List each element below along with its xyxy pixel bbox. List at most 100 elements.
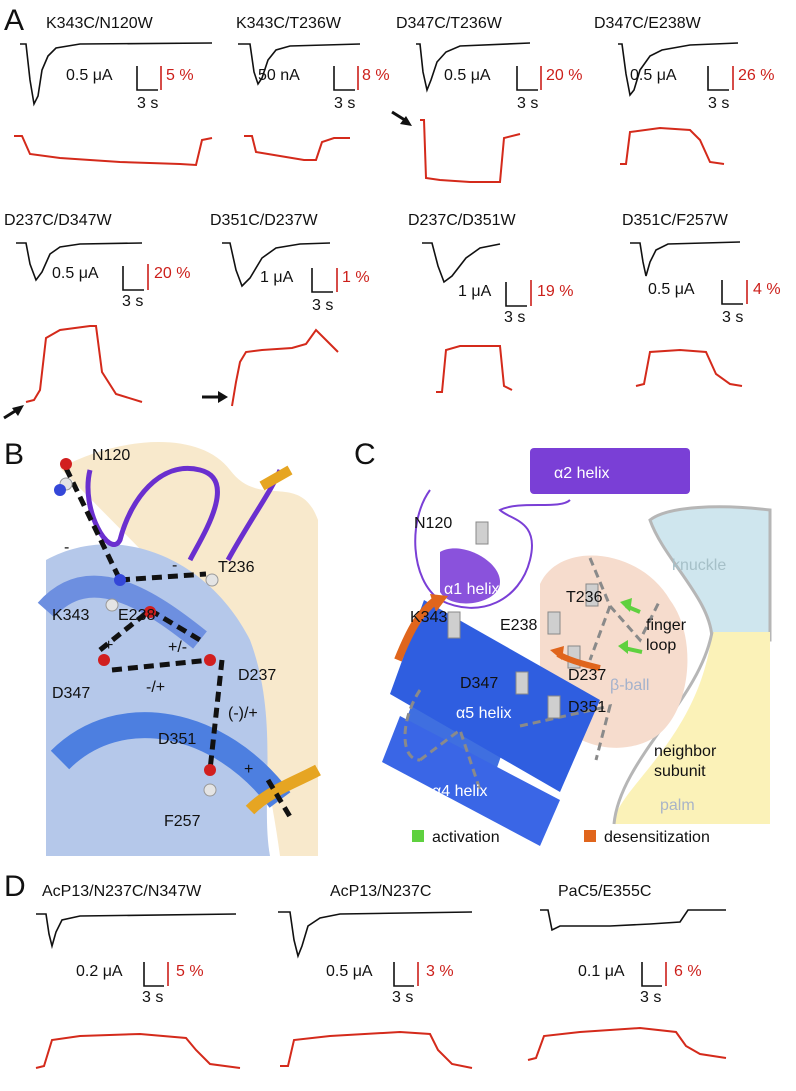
scale-time-2: 3 s [334, 95, 355, 112]
scale-percent-6: 1 % [342, 269, 370, 286]
trace-title-2: K343C/T236W [236, 15, 342, 32]
gold-helix [245, 764, 321, 815]
dash-d347-d237 [111, 657, 211, 673]
residue-label-d237: D237 [238, 667, 276, 684]
current-trace-3 [416, 42, 531, 93]
scale-time-3: 3 s [517, 95, 538, 112]
trace-title-6: D351C/D237W [210, 212, 319, 229]
scale-percent-5: 20 % [154, 265, 190, 282]
trace-title-5: D237C/D347W [4, 212, 113, 229]
label-bball: β-ball [610, 677, 649, 694]
c-residue-e238: E238 [500, 617, 537, 634]
label-alpha2-helix: α2 helix [554, 465, 610, 482]
scale-current-6: 1 μA [260, 269, 294, 286]
atom-k343-c [105, 598, 119, 612]
label-subunit: subunit [654, 763, 706, 780]
d-current-trace-2 [278, 911, 473, 959]
scale-time-1: 3 s [137, 95, 158, 112]
structure-panel-b [37, 436, 321, 856]
gold-region [60, 441, 318, 856]
c-residue-d237: D237 [568, 667, 606, 684]
panel-c-letter: C [354, 438, 376, 471]
c-residue-d347: D347 [460, 675, 498, 692]
purple-loop [85, 466, 220, 562]
residue-label-f257: F257 [164, 813, 201, 830]
current-trace-7 [422, 242, 501, 284]
panel-a-letter: A [4, 4, 24, 37]
blue-helix-lower [50, 712, 291, 808]
d-scale-bar-3 [641, 962, 662, 987]
activation-arrowhead-1 [618, 640, 628, 654]
current-trace-2 [238, 43, 361, 86]
d-scale-time-3: 3 s [640, 989, 661, 1006]
alpha5-helix-main [390, 600, 600, 792]
scale-current-4: 0.5 μA [630, 67, 677, 84]
residue-block-e238 [547, 611, 561, 635]
scale-percent-3: 20 % [546, 67, 582, 84]
current-trace-5 [16, 242, 143, 282]
arrow-head-2 [12, 405, 24, 416]
scale-current-5: 0.5 μA [52, 265, 99, 282]
scale-bar-7 [505, 282, 527, 307]
scale-current-2: 50 nA [258, 67, 300, 84]
d-current-trace-1 [36, 913, 237, 950]
desensitization-arrowhead-2 [550, 646, 564, 660]
scale-bar-3 [516, 66, 538, 91]
d-current-trace-3 [540, 909, 726, 932]
d-scale-current-3: 0.1 μA [578, 963, 625, 980]
residue-label-d351: D351 [158, 731, 196, 748]
legend-label-desensitization: desensitization [604, 829, 710, 846]
fluor-trace-3 [420, 119, 521, 183]
scale-percent-8: 4 % [753, 281, 781, 298]
d-scale-current-1: 0.2 μA [76, 963, 123, 980]
trace-title-8: D351C/F257W [622, 212, 729, 229]
trace-title-7: D237C/D351W [408, 212, 517, 229]
scale-time-4: 3 s [708, 95, 729, 112]
fluor-trace-1 [14, 135, 213, 167]
residue-block-t236 [585, 583, 599, 607]
dash-n120-k343 [63, 466, 123, 582]
label-alpha5-helix: α5 helix [456, 705, 512, 722]
label-palm: palm [660, 797, 695, 814]
scale-current-3: 0.5 μA [444, 67, 491, 84]
fluor-trace-8 [635, 348, 743, 387]
fluor-trace-7 [436, 345, 513, 393]
atom-n120-o [60, 458, 72, 470]
current-trace-6 [222, 242, 331, 288]
d-fluor-trace-3 [527, 1026, 727, 1061]
scale-time-8: 3 s [722, 309, 743, 326]
label-alpha1-helix: α1 helix [444, 581, 500, 598]
atom-d347-o [98, 654, 110, 666]
palm-region [614, 632, 770, 824]
scale-percent-7: 19 % [537, 283, 573, 300]
arrow-head-3 [218, 391, 228, 403]
d-trace-title-1: AcP13/N237C/N347W [42, 883, 202, 900]
label-loop: loop [646, 637, 676, 654]
dash-d351-f257 [265, 778, 295, 822]
residue-label-n120: N120 [92, 447, 130, 464]
scale-percent-2: 8 % [362, 67, 390, 84]
atom-t236-c [205, 573, 219, 587]
fluor-trace-5 [25, 325, 143, 403]
gold-strand [259, 465, 293, 491]
blue-region [46, 544, 270, 856]
charge-label-7: + [244, 761, 253, 778]
scale-bar-5 [122, 266, 144, 291]
dashed-links [403, 689, 613, 791]
legend-label-activation: activation [432, 829, 500, 846]
c-residue-k343: K343 [410, 609, 447, 626]
panel-b-letter: B [4, 438, 24, 471]
current-trace-4 [618, 42, 739, 97]
scale-bar-8 [721, 280, 743, 305]
atom-n120-n [54, 484, 66, 496]
dash-k343-t236 [119, 571, 207, 583]
scale-time-7: 3 s [504, 309, 525, 326]
desensitization-arrowhead-1 [430, 594, 448, 612]
scale-current-8: 0.5 μA [648, 281, 695, 298]
d-scale-current-2: 0.5 μA [326, 963, 373, 980]
charge-label-3: + [104, 637, 113, 654]
dash-d237-d351 [207, 659, 225, 771]
alpha1-helix-block [440, 548, 500, 604]
purple-loop-c [414, 489, 571, 609]
arrow-head-1 [400, 116, 412, 126]
